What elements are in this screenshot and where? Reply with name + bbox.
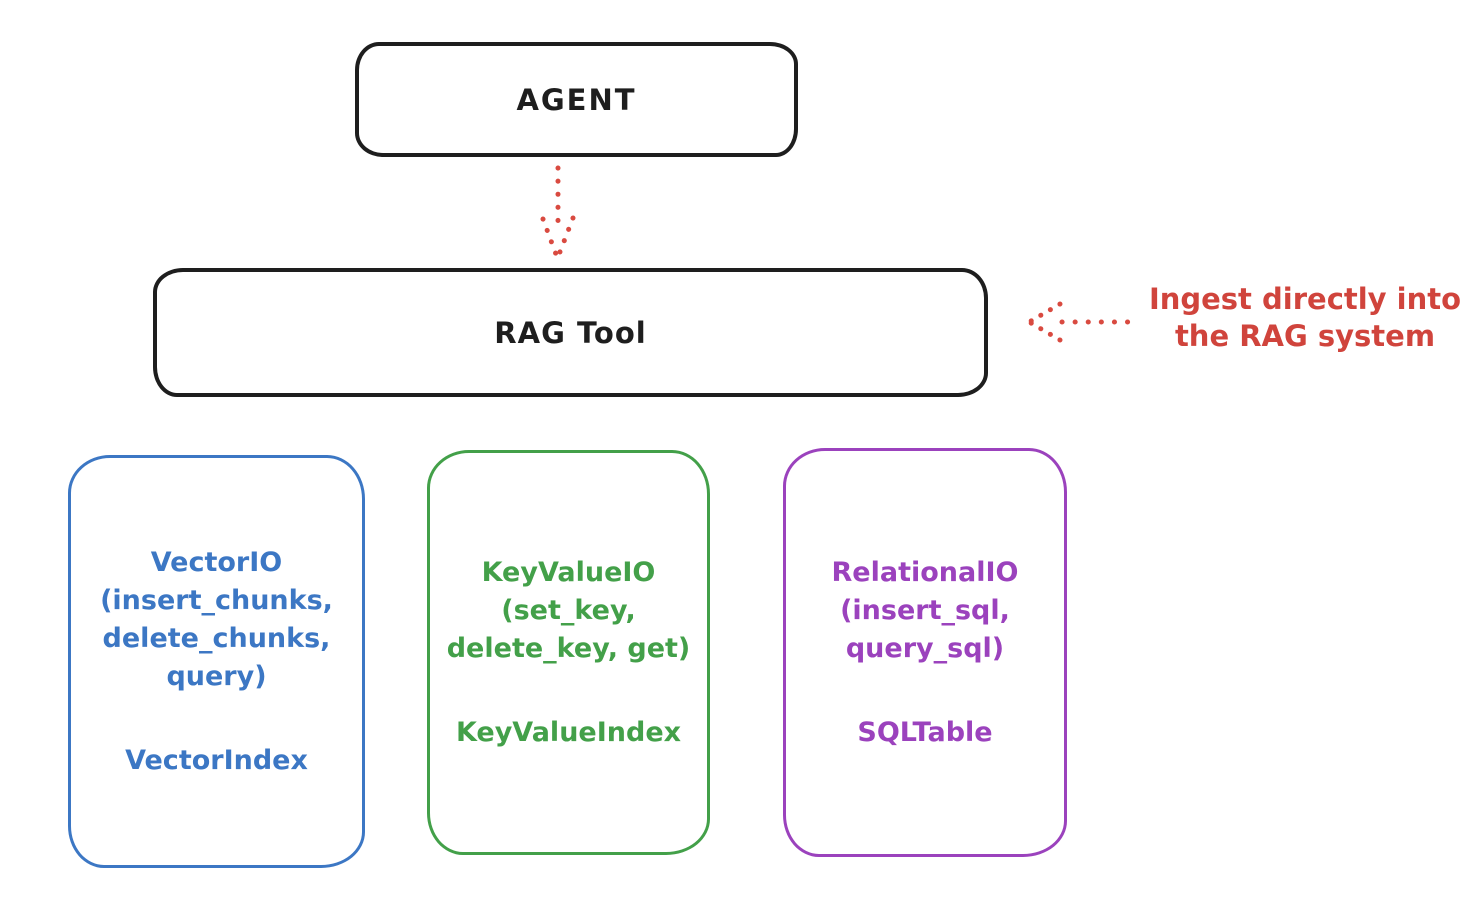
key-value-io-box: KeyValueIO (set_key, delete_key, get) Ke… xyxy=(427,450,710,855)
sql-table-label: SQLTable xyxy=(857,716,993,748)
relational-io-box: RelationalIO (insert_sql, query_sql) SQL… xyxy=(783,448,1067,857)
relational-io-label: RelationalIO (insert_sql, query_sql) xyxy=(831,556,1019,664)
vector-index-label: VectorIndex xyxy=(125,744,308,776)
agent-box: AGENT xyxy=(355,42,798,157)
down-arrow-icon xyxy=(540,165,576,260)
rag-tool-label: RAG Tool xyxy=(494,315,647,350)
key-value-io-label: KeyValueIO (set_key, delete_key, get) xyxy=(446,556,691,664)
rag-tool-box: RAG Tool xyxy=(153,268,988,397)
ingest-arrow-icon xyxy=(1028,301,1143,343)
vector-io-label: VectorIO (insert_chunks, delete_chunks, … xyxy=(100,546,333,692)
ingest-annotation: Ingest directly into the RAG system xyxy=(1148,282,1462,353)
vector-io-box: VectorIO (insert_chunks, delete_chunks, … xyxy=(68,455,365,868)
agent-label: AGENT xyxy=(516,82,637,117)
key-value-index-label: KeyValueIndex xyxy=(455,716,682,748)
